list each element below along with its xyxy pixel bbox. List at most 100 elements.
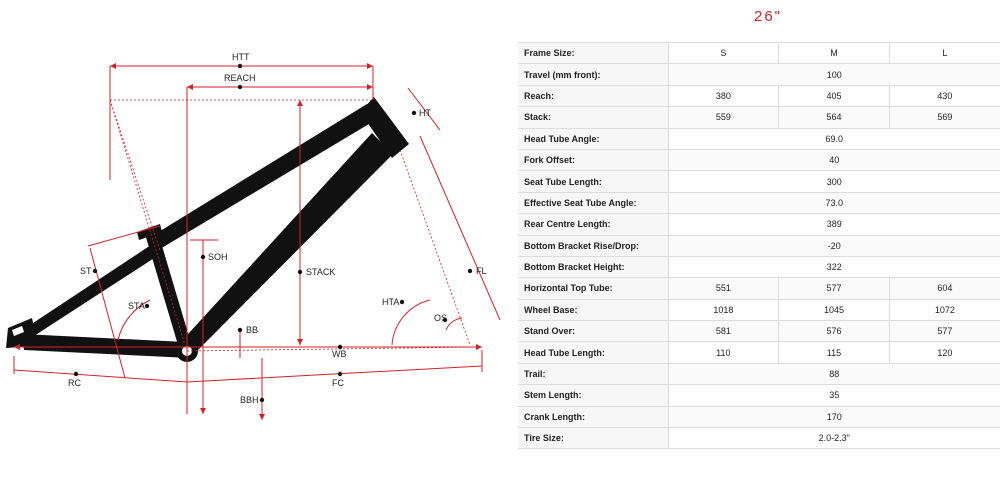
row-value: 35 — [667, 384, 1000, 407]
hta-label: HTA — [382, 297, 399, 307]
row-value: 389 — [667, 213, 1000, 236]
row-label: Seat Tube Length: — [518, 170, 668, 193]
row-label: Rear Centre Length: — [518, 213, 668, 236]
st-label: ST — [80, 266, 92, 276]
ht-line — [407, 87, 441, 131]
row-value: 551 — [667, 277, 779, 300]
table-row: Fork Offset:40 — [518, 148, 1000, 172]
table-row: Travel (mm front):100 — [518, 63, 1000, 86]
size-s-header: S — [667, 41, 779, 65]
row-value: 577 — [778, 277, 890, 300]
os-dot — [442, 317, 448, 323]
wb-label: WB — [332, 349, 347, 359]
fc-dot — [337, 371, 343, 377]
top-tube — [152, 104, 379, 249]
row-value: 1045 — [778, 298, 890, 322]
row-value: 577 — [888, 320, 1000, 343]
row-label: Stand Over: — [518, 320, 668, 343]
ht-dot — [411, 110, 417, 116]
rc-dot — [73, 371, 79, 377]
row-label: Bottom Bracket Height: — [518, 255, 668, 279]
table-row: Trail:88 — [518, 362, 1000, 386]
row-value: 569 — [888, 106, 1000, 129]
geometry-svg: HTT REACH HT SOH STACK ST FL STA HTA OS … — [6, 52, 501, 420]
seat-stay — [30, 243, 162, 336]
row-value: 170 — [667, 405, 1000, 429]
dimension-lines — [13, 65, 501, 420]
chain-stay — [22, 334, 190, 358]
row-value: 73.0 — [667, 191, 1000, 215]
row-label: Fork Offset: — [518, 148, 668, 172]
row-label: Tire Size: — [518, 427, 668, 450]
fc-line — [186, 365, 483, 383]
head-tube — [360, 97, 409, 158]
geometry-diagram: HTT REACH HT SOH STACK ST FL STA HTA OS … — [6, 52, 501, 420]
seat-ref — [109, 99, 186, 346]
header-label: Frame Size: — [518, 41, 668, 65]
hta-dot — [399, 299, 405, 305]
row-label: Wheel Base: — [518, 298, 668, 322]
arrow-reach-right — [367, 84, 373, 90]
arrow-bbh-bottom — [259, 414, 265, 420]
bb-ref — [186, 346, 481, 352]
soh-label: SOH — [208, 252, 228, 262]
bbh-label: BBH — [240, 395, 259, 405]
sta-arc — [117, 299, 151, 341]
hta-arc — [391, 299, 431, 346]
fl-line — [419, 135, 501, 321]
sta-label: STA — [128, 301, 145, 311]
arrow-htt-left — [110, 63, 116, 69]
size-l-header: L — [888, 41, 1000, 65]
table-row: Effective Seat Tube Angle:73.0 — [518, 191, 1000, 215]
front-axle-ref — [399, 149, 471, 346]
row-value: 559 — [667, 106, 779, 129]
row-value: 576 — [778, 320, 890, 343]
row-value: 581 — [667, 320, 779, 343]
row-label: Stack: — [518, 106, 668, 129]
arrow-reach-left — [187, 84, 193, 90]
table-row: Rear Centre Length:389 — [518, 213, 1000, 236]
arrow-wb-left — [14, 344, 20, 350]
bb-label: BB — [246, 325, 258, 335]
row-value: 300 — [667, 170, 1000, 193]
rc-line — [13, 369, 188, 383]
reach-dot — [237, 84, 243, 90]
header-row: Frame Size: S M L — [518, 41, 1000, 65]
row-label: Crank Length: — [518, 405, 668, 429]
table-row: Head Tube Angle:69.0 — [518, 127, 1000, 150]
table-row: Crank Length:170 — [518, 405, 1000, 429]
table-row: Bottom Bracket Rise/Drop:-20 — [518, 234, 1000, 257]
sta-dot — [144, 303, 150, 309]
os-label: OS — [434, 313, 447, 323]
row-label: Effective Seat Tube Angle: — [518, 191, 668, 215]
reach-label: REACH — [224, 73, 256, 83]
row-value: 1018 — [667, 298, 779, 322]
table-row: Bottom Bracket Height:322 — [518, 255, 1000, 279]
table-row: Tire Size:2.0-2.3" — [518, 427, 1000, 450]
size-m-header: M — [778, 41, 890, 65]
down-tube — [178, 133, 393, 350]
row-value: 405 — [778, 84, 890, 108]
row-value: 40 — [667, 148, 1000, 172]
table-row: Seat Tube Length:300 — [518, 170, 1000, 193]
ht-label: HT — [419, 108, 431, 118]
row-label: Travel (mm front): — [518, 63, 668, 86]
row-value: 322 — [667, 255, 1000, 279]
dropout — [6, 318, 38, 348]
fl-dot — [467, 268, 473, 274]
bb-dot — [237, 327, 243, 333]
row-value: 564 — [778, 106, 890, 129]
table-row: Stem Length:35 — [518, 384, 1000, 407]
row-label: Head Tube Angle: — [518, 127, 668, 150]
os-arc — [445, 317, 463, 331]
st-dot — [92, 268, 98, 274]
row-value: 100 — [667, 63, 1000, 86]
row-value: 604 — [888, 277, 1000, 300]
wheel-size-title: 26" — [753, 8, 782, 25]
htt-dot — [237, 63, 243, 69]
